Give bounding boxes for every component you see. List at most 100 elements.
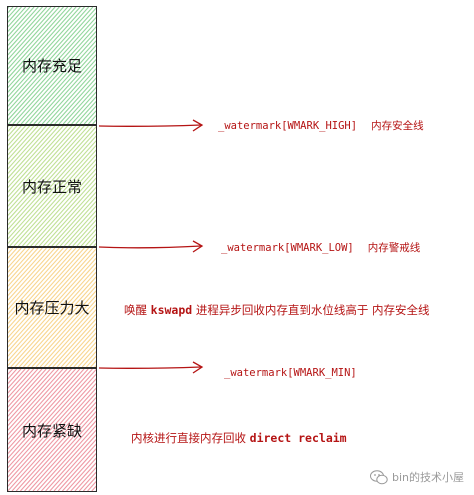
hatch-line [8, 369, 96, 469]
hatch-line [8, 12, 96, 112]
hatch-line [8, 7, 39, 42]
hatch-line [8, 126, 31, 151]
hatch-line [57, 448, 96, 491]
hatch-line [93, 242, 96, 246]
hatch-line [22, 285, 96, 367]
hatch-line [32, 420, 96, 491]
hatch-line [77, 346, 96, 367]
hatch-line [16, 35, 96, 124]
hatch-line [8, 369, 47, 413]
hatch-line [53, 443, 96, 491]
hatch-line [8, 382, 96, 483]
hatch-line [34, 177, 96, 246]
hatch-line [24, 410, 96, 491]
hatch-line [74, 466, 96, 491]
watermark-high-label: _watermark[WMARK_HIGH]内存安全线 [218, 118, 424, 133]
brand-text: bin的技术小屋 [391, 471, 464, 484]
hatch-line [8, 126, 68, 193]
hatch-line [12, 30, 96, 124]
hatch-line [8, 387, 96, 487]
watermark-high-code: _watermark[WMARK_HIGH] [218, 120, 358, 132]
hatch-line [8, 126, 85, 212]
zone-label: 内存紧缺 [21, 421, 82, 440]
hatch-line [8, 248, 85, 334]
hatch-line [8, 262, 96, 362]
hatch-line [8, 369, 60, 427]
hatch-line [43, 308, 96, 367]
hatch-line [8, 369, 85, 455]
hatch-line [69, 336, 96, 367]
hatch-line [8, 369, 77, 445]
hatch-line [58, 82, 96, 124]
zone-memory-sufficient: 内存充足 [7, 6, 97, 125]
hatch-line [8, 252, 96, 353]
brand-watermark: bin的技术小屋 [369, 469, 464, 485]
hatch-line [11, 396, 96, 491]
hatch-line [8, 7, 77, 84]
hatch-line [8, 369, 72, 441]
hatch-line [59, 205, 96, 246]
hatch-line [8, 7, 81, 89]
hatch-line [8, 7, 90, 98]
hatch-line [8, 7, 96, 107]
hatch-line [8, 7, 35, 37]
hatch-line [8, 248, 35, 278]
hatch-line [49, 438, 96, 491]
hatch-line [8, 369, 43, 408]
hatch-line [24, 44, 96, 124]
hatch-line [21, 163, 96, 246]
hatch-line [8, 369, 81, 450]
hatch-line [84, 233, 96, 246]
arrow-min [98, 361, 204, 374]
watermark-low-label: _watermark[WMARK_LOW]内存警戒线 [221, 240, 420, 255]
hatch-line [48, 313, 96, 367]
hatch-line [8, 248, 10, 250]
hatch-line [62, 86, 96, 124]
wechat-icon [369, 469, 388, 484]
hatch-line [8, 248, 52, 297]
hatch-line [8, 369, 56, 422]
hatch-line [8, 126, 43, 165]
hatch-line [8, 126, 73, 198]
hatch-line [8, 248, 31, 273]
hatch-line [18, 280, 96, 367]
hatch-line [70, 462, 96, 491]
zone-memory-normal: 内存正常 [7, 125, 97, 247]
hatch-line [8, 126, 94, 221]
hatch-line [8, 248, 60, 306]
hatch-line [8, 248, 73, 320]
zone-label: 内存压力大 [14, 299, 90, 317]
hatch-line [8, 248, 77, 325]
hatch-line [8, 140, 96, 240]
hatch-line [9, 149, 96, 246]
hatch-line [8, 7, 43, 47]
note-kswapd-suffix: 内存安全线 [372, 303, 430, 317]
hatch-line [63, 210, 96, 246]
hatch-line [26, 168, 96, 246]
hatch-line [8, 369, 64, 431]
hatch-line [8, 369, 93, 464]
hatch-line [82, 476, 96, 491]
hatch-line [8, 135, 96, 235]
hatch-line [40, 429, 96, 491]
hatch-line [54, 77, 96, 124]
note-kswapd: 唤醒 kswapd 进程异步回收内存直到水位线高于 内存安全线 [124, 302, 430, 318]
hatch-line [33, 54, 96, 124]
hatch-line [8, 392, 96, 491]
hatch-line [50, 72, 96, 124]
hatch-line [8, 126, 39, 161]
hatch-line [38, 182, 96, 246]
hatch-fill [8, 248, 96, 367]
hatch-line [8, 369, 51, 417]
hatch-line [8, 126, 60, 184]
hatch-line [66, 91, 96, 124]
hatch-line [72, 219, 96, 246]
hatch-line [8, 7, 56, 61]
hatch-line [8, 26, 96, 124]
hatch-line [8, 126, 22, 142]
hatch-line [8, 248, 96, 348]
hatch-line [61, 452, 96, 491]
hatch-line [35, 299, 96, 367]
hatch-fill [8, 126, 96, 246]
hatch-line [27, 290, 96, 367]
